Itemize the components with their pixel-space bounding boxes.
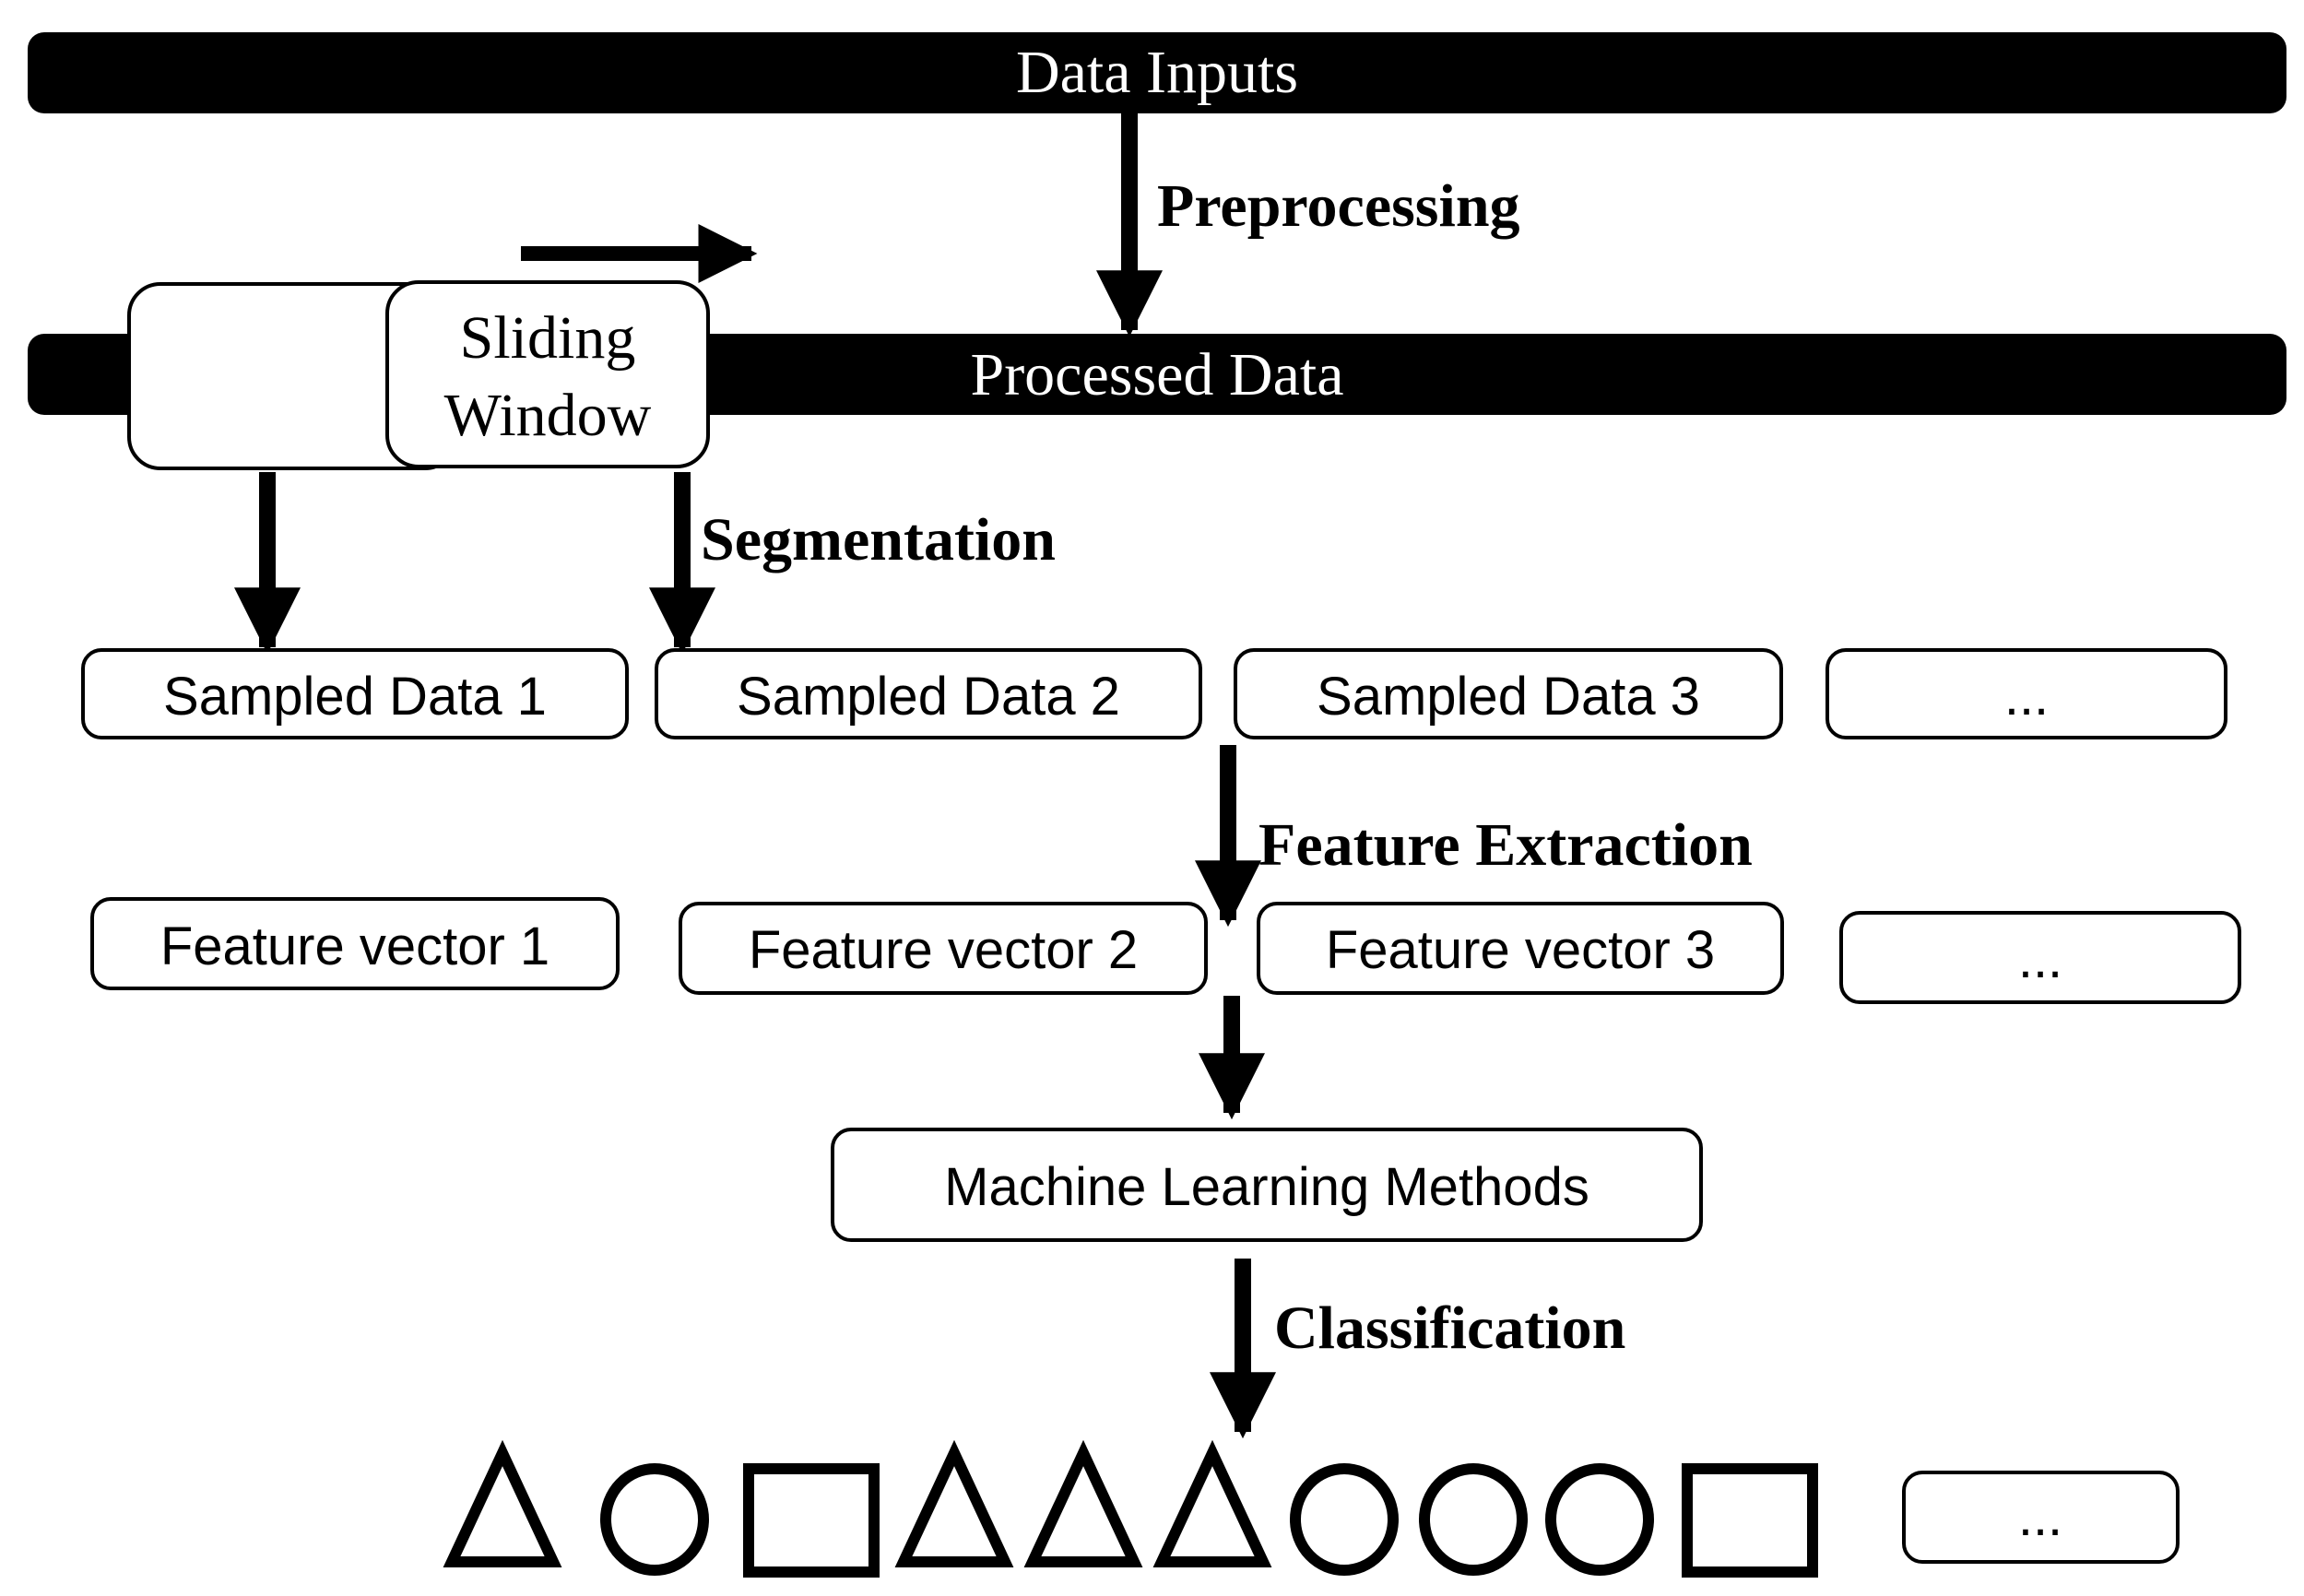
circle-class-icon [600,1463,709,1576]
sliding-window-line2: Window [444,382,652,449]
outputs-more-label: ... [2018,1487,2062,1547]
circle-class-icon [1419,1463,1528,1576]
circle-class-icon [1290,1463,1399,1576]
sampled-data-more-box: ... [1825,648,2227,739]
sampled-data-row: Sampled Data 1 Sampled Data 2 Sampled Da… [81,648,2227,739]
feature-vector-box: Feature vector 3 [1257,902,1784,995]
outputs-more-box: ... [1902,1471,2180,1564]
feature-vector-box: Feature vector 1 [90,897,620,990]
ml-methods-box: Machine Learning Methods [831,1128,1703,1242]
triangle-class-icon [443,1439,562,1567]
segmentation-label: Segmentation [701,506,1056,573]
ml-methods-label: Machine Learning Methods [944,1157,1589,1217]
sliding-window: Sliding Window [127,280,710,470]
sampled-data-more-label: ... [2004,667,2049,727]
classification-label: Classification [1274,1295,1625,1362]
preprocessing-label: Preprocessing [1157,172,1520,240]
feature-vector-more-label: ... [2018,929,2062,989]
feature-vector-box: Feature vector 2 [679,902,1208,995]
sampled-data-box: Sampled Data 3 [1234,648,1783,739]
triangle-class-icon [894,1439,1014,1567]
sampled-data-label: Sampled Data 3 [1317,667,1700,727]
feature-vector-label: Feature vector 1 [160,916,549,976]
sampled-data-label: Sampled Data 1 [163,667,547,727]
feature-extraction-label: Feature Extraction [1258,811,1753,879]
sampled-data-label: Sampled Data 2 [737,667,1120,727]
segmentation-arrows [234,472,715,655]
feature-vector-label: Feature vector 3 [1326,920,1715,980]
classification-outputs [443,1439,1818,1578]
processed-data-label: Processed Data [970,341,1343,408]
square-class-icon [743,1463,880,1578]
sliding-window-line1: Sliding [460,304,636,372]
circle-class-icon [1545,1463,1654,1576]
data-inputs-bar: Data Inputs [28,32,2286,113]
sampled-data-box: Sampled Data 1 [81,648,629,739]
feature-vector-row: Feature vector 1 Feature vector 2 Featur… [90,897,2241,1004]
data-inputs-label: Data Inputs [1016,39,1298,106]
feature-vector-label: Feature vector 2 [749,920,1138,980]
feature-vector-more-box: ... [1839,911,2241,1004]
triangle-class-icon [1152,1439,1272,1567]
square-class-icon [1682,1463,1818,1578]
sampled-data-box: Sampled Data 2 [655,648,1202,739]
triangle-class-icon [1023,1439,1143,1567]
